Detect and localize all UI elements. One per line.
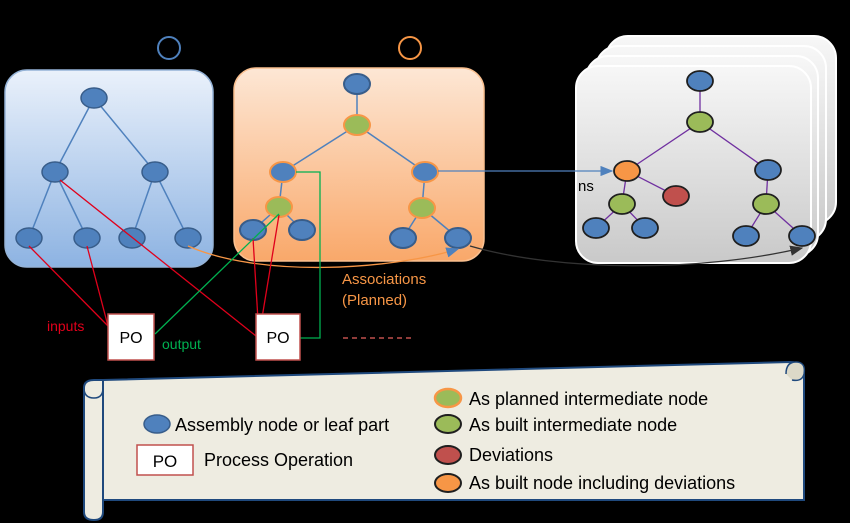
assembly-node: [754, 159, 782, 181]
po-box-left: [107, 313, 155, 361]
legend-built-intermediate-text: As built intermediate node: [469, 415, 677, 435]
legend-built-intermediate-swatch: [434, 414, 462, 434]
legend-planned-intermediate-text: As planned intermediate node: [469, 389, 708, 409]
blue-tree-edges: [28, 97, 189, 239]
association-curve-blue-to-planned: [187, 245, 460, 269]
po-box-right-label: PO: [266, 330, 289, 347]
legend-po-box-label: PO: [153, 452, 178, 471]
output-label: output: [162, 336, 201, 352]
output-lines: [154, 171, 321, 339]
leaf-part-node: [73, 227, 101, 249]
built-intermediate-node: [752, 193, 780, 215]
blue-tree-nodes: [15, 87, 202, 249]
leaf-part-node: [174, 227, 202, 249]
legend-deviations-text: Deviations: [469, 445, 553, 465]
leaf-part-node: [631, 217, 659, 239]
legend-built-deviations-text: As built node including deviations: [469, 473, 735, 493]
leaf-part-node: [15, 227, 43, 249]
leaf-part-node: [582, 217, 610, 239]
input-lines: [28, 179, 280, 337]
legend-planned-intermediate-swatch: [433, 387, 463, 409]
legend-po-box: [136, 444, 194, 476]
leaf-part-node: [788, 225, 816, 247]
associations-label-line2: (Planned): [342, 292, 407, 309]
assembly-node: [141, 161, 169, 183]
assembly-node: [686, 70, 714, 92]
as-built-panel: [575, 65, 812, 264]
assembly-node: [269, 161, 297, 183]
deviation-node: [662, 185, 690, 207]
association-curve-planned-to-built: [469, 245, 804, 267]
assembly-node: [343, 73, 371, 95]
legend-built-deviations-swatch: [434, 473, 462, 493]
orange-header-circle: [398, 36, 422, 60]
leaf-part-node: [732, 225, 760, 247]
inputs-label: inputs: [47, 318, 84, 334]
po-box-right: [255, 313, 301, 361]
legend-deviations-swatch: [434, 445, 462, 465]
assembly-node: [411, 161, 439, 183]
leaf-part-node: [288, 219, 316, 241]
planned-tree-nodes: [239, 73, 472, 249]
planned-intermediate-node: [408, 197, 436, 219]
built-node-with-deviations: [613, 160, 641, 182]
planned-intermediate-node: [343, 114, 371, 136]
blue-tree-panel: [4, 69, 214, 268]
po-box-left-label: PO: [119, 330, 142, 347]
legend-assembly-swatch: [143, 414, 171, 434]
built-intermediate-node: [686, 111, 714, 133]
partial-label-ns: ns: [578, 178, 594, 195]
legend-assembly-text: Assembly node or leaf part: [175, 415, 389, 435]
leaf-part-node: [444, 227, 472, 249]
associations-label-line1: Associations: [342, 271, 426, 288]
assembly-node: [41, 161, 69, 183]
as-built-tree-nodes: [582, 70, 816, 247]
legend-scroll: [83, 360, 806, 522]
built-intermediate-node: [608, 193, 636, 215]
blue-header-circle: [157, 36, 181, 60]
leaf-part-node: [389, 227, 417, 249]
legend-process-operation-text: Process Operation: [204, 450, 353, 470]
assembly-node: [80, 87, 108, 109]
